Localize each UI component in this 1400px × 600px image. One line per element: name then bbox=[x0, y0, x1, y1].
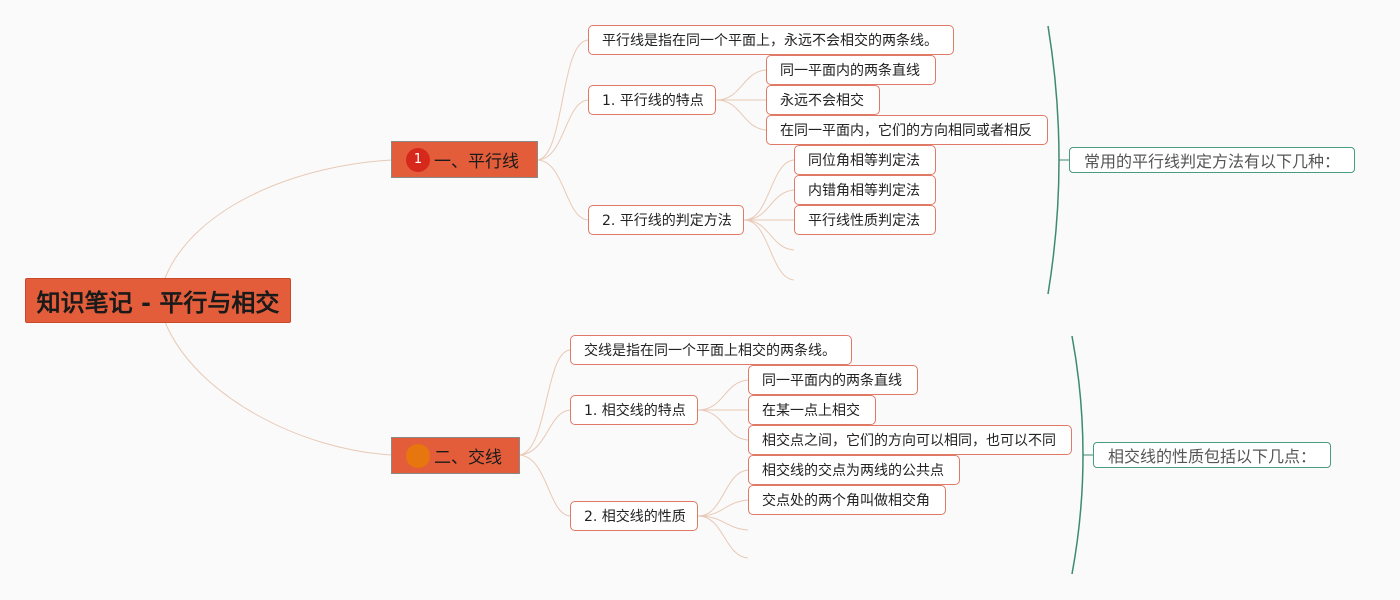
intersect-property-item[interactable]: 交点处的两个角叫做相交角 bbox=[748, 485, 946, 515]
parallel-criteria-item[interactable]: 同位角相等判定法 bbox=[794, 145, 936, 175]
branch-parallel-lines[interactable]: 1 一、平行线 bbox=[391, 141, 538, 178]
branch-label: 二、交线 bbox=[434, 448, 502, 468]
parallel-definition-node[interactable]: 平行线是指在同一个平面上，永远不会相交的两条线。 bbox=[588, 25, 954, 55]
parallel-features-node[interactable]: 1. 平行线的特点 bbox=[588, 85, 716, 115]
intersect-summary-node[interactable]: 相交线的性质包括以下几点： bbox=[1093, 442, 1331, 468]
parallel-criteria-node[interactable]: 2. 平行线的判定方法 bbox=[588, 205, 744, 235]
parallel-criteria-item[interactable]: 平行线性质判定法 bbox=[794, 205, 936, 235]
intersect-feature-item[interactable]: 在某一点上相交 bbox=[748, 395, 876, 425]
intersect-feature-item[interactable]: 相交点之间，它们的方向可以相同，也可以不同 bbox=[748, 425, 1072, 455]
intersect-definition-node[interactable]: 交线是指在同一个平面上相交的两条线。 bbox=[570, 335, 852, 365]
priority-2-icon bbox=[406, 443, 430, 468]
parallel-summary-node[interactable]: 常用的平行线判定方法有以下几种： bbox=[1069, 147, 1355, 173]
parallel-feature-item[interactable]: 永远不会相交 bbox=[766, 85, 880, 115]
parallel-feature-item[interactable]: 在同一平面内，它们的方向相同或者相反 bbox=[766, 115, 1048, 145]
branch-intersecting-lines[interactable]: 二、交线 bbox=[391, 437, 520, 474]
intersect-feature-item[interactable]: 同一平面内的两条直线 bbox=[748, 365, 918, 395]
root-topic[interactable]: 知识笔记 - 平行与相交 bbox=[25, 278, 291, 323]
intersect-features-node[interactable]: 1. 相交线的特点 bbox=[570, 395, 698, 425]
intersect-properties-node[interactable]: 2. 相交线的性质 bbox=[570, 501, 698, 531]
branch-label: 一、平行线 bbox=[434, 152, 519, 172]
priority-1-icon: 1 bbox=[406, 147, 430, 172]
parallel-feature-item[interactable]: 同一平面内的两条直线 bbox=[766, 55, 936, 85]
intersect-property-item[interactable]: 相交线的交点为两线的公共点 bbox=[748, 455, 960, 485]
parallel-criteria-item[interactable]: 内错角相等判定法 bbox=[794, 175, 936, 205]
